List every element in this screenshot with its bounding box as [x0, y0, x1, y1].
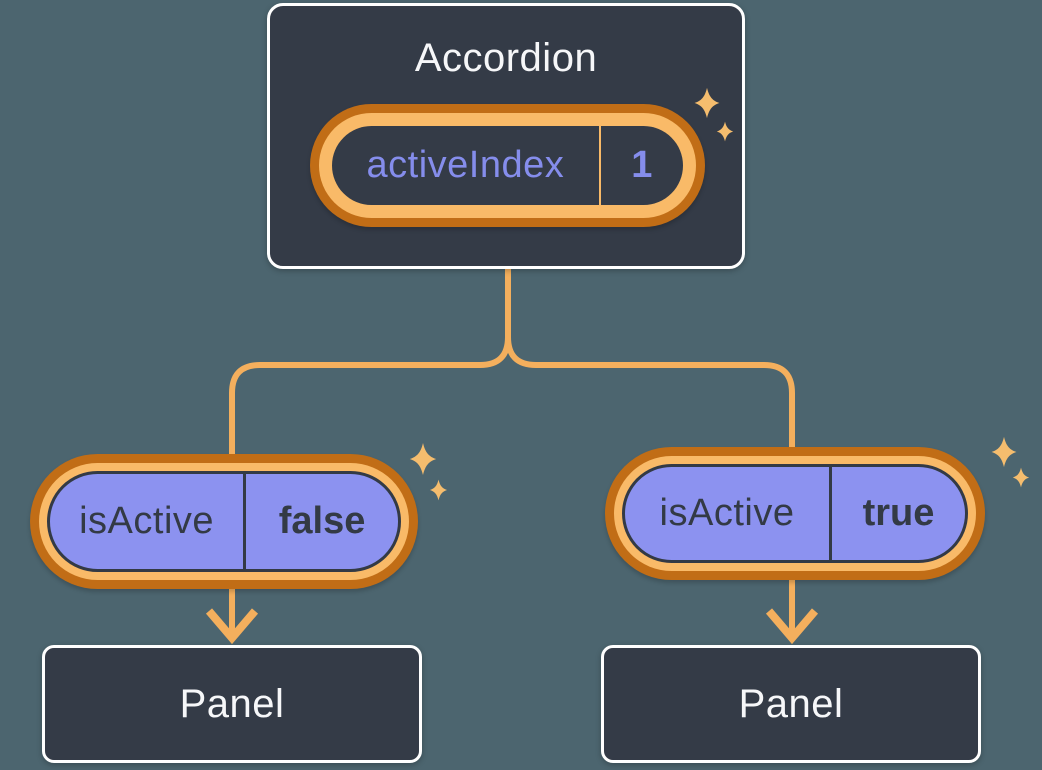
- state-pill-value: 1: [631, 144, 653, 186]
- sparkle-icon: [1012, 467, 1030, 488]
- prop-pill-label: isActive: [79, 500, 215, 542]
- panel-node-left: Panel: [42, 645, 422, 763]
- prop-pill-ring: isActive true: [614, 456, 976, 571]
- pill-divider: [829, 467, 832, 560]
- prop-pill-ring: isActive false: [39, 463, 409, 580]
- pill-divider: [243, 474, 247, 569]
- connector-right-branch: [505, 336, 795, 634]
- sparkle-icon: [694, 87, 720, 119]
- prop-pill-value: false: [278, 500, 366, 542]
- sparkle-icon: [716, 121, 734, 142]
- prop-pill-label: isActive: [659, 492, 795, 534]
- state-pill-ring: activeIndex 1: [319, 113, 696, 218]
- accordion-node-title: Accordion: [414, 36, 598, 80]
- sparkle-icon: [429, 479, 448, 501]
- sparkle-icon: [991, 436, 1017, 468]
- state-pill-label: activeIndex: [366, 144, 565, 186]
- pill-divider: [598, 126, 601, 205]
- arrow-down-icon: [205, 608, 259, 645]
- state-pill-activeindex: activeIndex 1: [310, 104, 705, 227]
- prop-pill-isactive-true: isActive true: [605, 447, 985, 580]
- panel-title: Panel: [179, 681, 285, 726]
- prop-pill-isactive-false: isActive false: [30, 454, 418, 589]
- sparkle-icon: [409, 442, 437, 476]
- panel-node-right: Panel: [601, 645, 981, 763]
- panel-title: Panel: [738, 681, 844, 726]
- arrow-down-icon: [765, 608, 819, 645]
- prop-pill-value: true: [862, 492, 935, 534]
